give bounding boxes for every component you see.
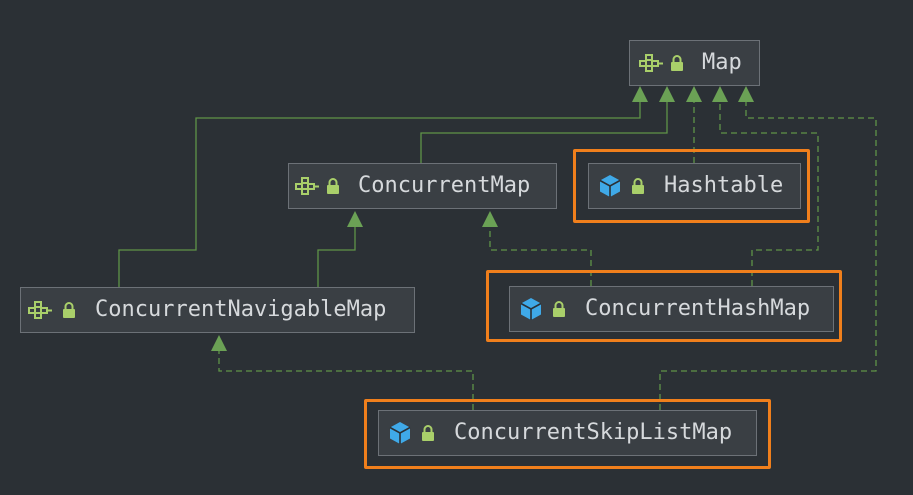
class-icon <box>388 421 412 445</box>
interface-icon <box>294 176 320 196</box>
interface-icon <box>27 300 53 320</box>
arrowhead <box>712 86 728 102</box>
node-map[interactable]: Map <box>629 40 760 86</box>
arrowhead <box>211 335 227 351</box>
edge-concurrentskiplistmap-to-map <box>659 101 877 410</box>
node-concurrentmap[interactable]: ConcurrentMap <box>288 163 557 209</box>
node-label: Hashtable <box>664 173 784 198</box>
lock-icon <box>326 177 340 195</box>
node-hashtable[interactable]: Hashtable <box>588 163 801 209</box>
edge-concurrentnavigablemap-to-map <box>118 101 641 287</box>
arrowhead <box>632 86 648 102</box>
class-icon <box>519 297 543 321</box>
node-label: Map <box>702 50 742 75</box>
arrowhead <box>482 211 498 227</box>
arrowhead <box>659 86 675 102</box>
lock-icon <box>62 301 76 319</box>
lock-icon <box>421 424 435 442</box>
highlight-frame-concurrentskiplistmap <box>364 399 771 469</box>
arrowhead <box>738 86 754 102</box>
edge-concurrentskiplistmap-to-concurrentnavigablemap <box>218 350 474 410</box>
highlight-frame-concurrenthashmap <box>486 270 842 342</box>
arrowhead <box>347 211 363 227</box>
edge-concurrentmap-to-map <box>420 101 668 163</box>
interface-icon <box>638 53 664 73</box>
node-label: ConcurrentMap <box>358 173 531 198</box>
node-label: ConcurrentNavigableMap <box>95 297 387 322</box>
node-concurrentskiplistmap[interactable]: ConcurrentSkipListMap <box>378 410 757 456</box>
node-concurrentnavigablemap[interactable]: ConcurrentNavigableMap <box>20 287 415 333</box>
arrowhead <box>686 86 702 102</box>
edge-concurrentnavigablemap-to-concurrentmap <box>317 226 356 287</box>
lock-icon <box>670 54 684 72</box>
class-icon <box>598 174 622 198</box>
node-label: ConcurrentSkipListMap <box>454 420 733 445</box>
lock-icon <box>631 177 645 195</box>
lock-icon <box>552 300 566 318</box>
node-label: ConcurrentHashMap <box>585 296 811 321</box>
edge-concurrenthashmap-to-map <box>719 101 819 286</box>
node-concurrenthashmap[interactable]: ConcurrentHashMap <box>509 286 834 332</box>
highlight-frame-hashtable <box>573 149 810 223</box>
